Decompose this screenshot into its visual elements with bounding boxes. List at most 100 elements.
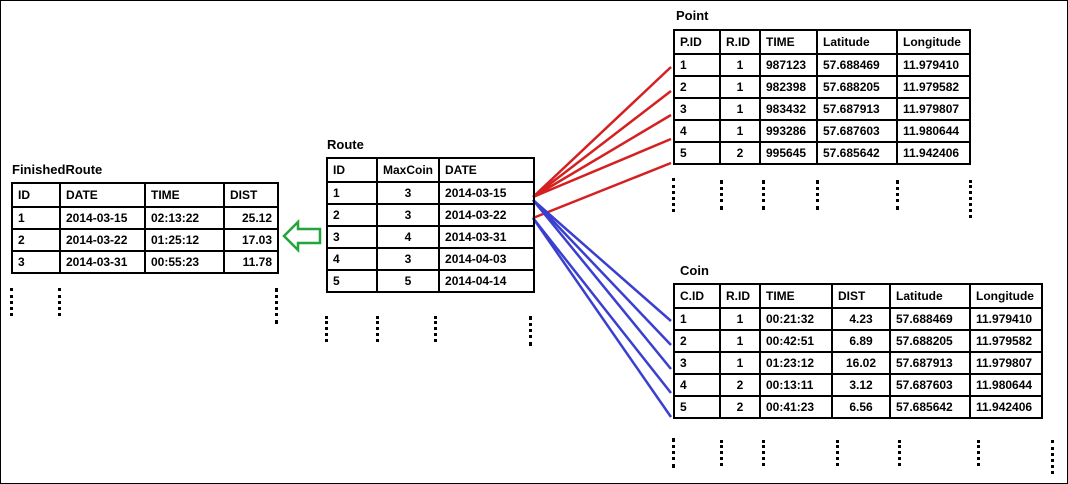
left-arrow-icon — [282, 218, 322, 254]
table-cell: 983432 — [759, 97, 818, 121]
route-coin-link — [532, 217, 672, 394]
table-cell: 11.979807 — [969, 351, 1043, 375]
continuation-dots — [969, 180, 975, 218]
table-cell: 16.02 — [831, 351, 891, 375]
finished-route-title: FinishedRoute — [12, 162, 103, 177]
table-cell: 3 — [673, 97, 721, 121]
column-header: C.ID — [673, 283, 721, 309]
column-header: MaxCoin — [375, 157, 441, 183]
table-cell: 5 — [375, 269, 441, 293]
table-cell: 11.942406 — [896, 141, 971, 165]
table-cell: 3.12 — [831, 373, 891, 397]
route-point-link — [532, 137, 672, 199]
table-cell: 17.03 — [223, 228, 279, 252]
table-cell: 11.979410 — [969, 307, 1043, 331]
continuation-dots — [434, 316, 440, 342]
table-cell: 1 — [673, 53, 721, 77]
table-cell: 1 — [719, 329, 761, 353]
table-cell: 00:41:23 — [759, 395, 833, 419]
table-cell: 57.687913 — [889, 351, 971, 375]
continuation-dots — [720, 440, 726, 466]
continuation-dots — [58, 288, 64, 316]
table-cell: 57.688205 — [889, 329, 971, 353]
table-cell: 1 — [719, 53, 761, 77]
table-cell: 2014-03-31 — [438, 225, 536, 249]
table-cell: 2014-03-15 — [438, 181, 536, 205]
column-header: TIME — [144, 182, 225, 208]
column-header: Longitude — [896, 29, 971, 55]
table-cell: 2014-03-22 — [438, 203, 536, 227]
continuation-dots — [977, 440, 983, 466]
table-cell: 25.12 — [223, 206, 279, 230]
table-cell: 11.942406 — [969, 395, 1043, 419]
column-header: ID — [326, 157, 378, 183]
table-cell: 00:42:51 — [759, 329, 833, 353]
point-title: Point — [676, 8, 709, 23]
table-cell: 11.979582 — [896, 75, 971, 99]
table-cell: 11.979807 — [896, 97, 971, 121]
table-cell: 00:13:11 — [759, 373, 833, 397]
table-cell: 1 — [719, 307, 761, 331]
table-cell: 3 — [673, 351, 721, 375]
column-header: Latitude — [816, 29, 898, 55]
table-cell: 3 — [11, 250, 61, 274]
continuation-dots — [762, 180, 768, 210]
table-cell: 11.979582 — [969, 329, 1043, 353]
continuation-dots — [896, 180, 902, 210]
table-cell: 2014-04-14 — [438, 269, 536, 293]
table-cell: 4 — [375, 225, 441, 249]
table-cell: 11.980644 — [896, 119, 971, 143]
continuation-dots — [10, 288, 16, 316]
table-cell: 3 — [375, 247, 441, 271]
table-cell: 57.687913 — [816, 97, 898, 121]
route-to-point-links — [532, 66, 672, 220]
table-cell: 00:55:23 — [144, 250, 225, 274]
continuation-dots — [376, 316, 382, 342]
table-cell: 57.688469 — [889, 307, 971, 331]
table-cell: 2014-03-22 — [59, 228, 146, 252]
table-cell: 02:13:22 — [144, 206, 225, 230]
continuation-dots — [898, 440, 904, 466]
table-cell: 2 — [673, 75, 721, 99]
table-cell: 3 — [375, 181, 441, 205]
table-cell: 4.23 — [831, 307, 891, 331]
column-header: Latitude — [889, 283, 971, 309]
table-cell: 2014-03-31 — [59, 250, 146, 274]
route-point-link — [532, 90, 672, 198]
column-header: DIST — [831, 283, 891, 309]
table-cell: 2 — [673, 329, 721, 353]
table-cell: 1 — [326, 181, 378, 205]
table-cell: 6.89 — [831, 329, 891, 353]
column-header: TIME — [759, 29, 818, 55]
table-cell: 2 — [11, 228, 61, 252]
table-cell: 987123 — [759, 53, 818, 77]
table-cell: 1 — [11, 206, 61, 230]
route-coin-link — [531, 217, 673, 418]
column-header: R.ID — [719, 283, 761, 309]
column-header: ID — [11, 182, 61, 208]
table-cell: 57.688469 — [816, 53, 898, 77]
table-cell: 01:25:12 — [144, 228, 225, 252]
table-cell: 995645 — [759, 141, 818, 165]
table-cell: 1 — [719, 75, 761, 99]
continuation-dots — [720, 180, 726, 210]
route-point-link — [532, 113, 672, 199]
table-cell: 57.685642 — [889, 395, 971, 419]
continuation-dots — [816, 180, 822, 210]
